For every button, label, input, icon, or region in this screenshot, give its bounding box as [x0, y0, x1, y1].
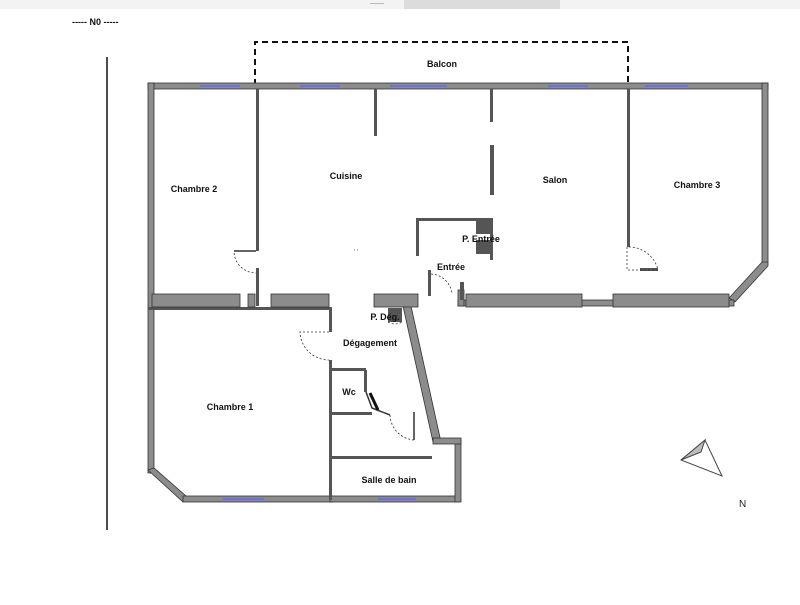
top-strip-marker	[370, 0, 384, 4]
interior-walls	[148, 89, 658, 500]
room-label-wc: Wc	[342, 387, 356, 397]
exterior-walls	[147, 82, 769, 503]
room-label-p-entree: P. Entrée	[462, 234, 500, 244]
room-label-balcon: Balcon	[427, 59, 457, 69]
room-label-salle-de-bain: Salle de bain	[361, 475, 416, 485]
room-label-salon: Salon	[543, 175, 568, 185]
balcony-outline	[254, 41, 629, 85]
room-label-chambre-1: Chambre 1	[207, 402, 254, 412]
room-label-degagement: Dégagement	[343, 338, 397, 348]
partition-strips	[151, 293, 730, 308]
room-label-chambre-2: Chambre 2	[171, 184, 218, 194]
doors	[233, 246, 659, 441]
level-label: ----- N0 -----	[72, 17, 119, 27]
room-label-p-deg: P. Dég.	[370, 312, 399, 322]
compass-arrow-icon	[680, 438, 723, 477]
top-strip-tab	[404, 0, 560, 9]
room-label-chambre-3: Chambre 3	[674, 180, 721, 190]
browser-top-strip	[0, 0, 800, 9]
room-label-entree: Entrée	[437, 262, 465, 272]
windows	[200, 85, 688, 500]
compass-label: N	[739, 499, 746, 510]
room-label-cuisine: Cuisine	[330, 171, 363, 181]
